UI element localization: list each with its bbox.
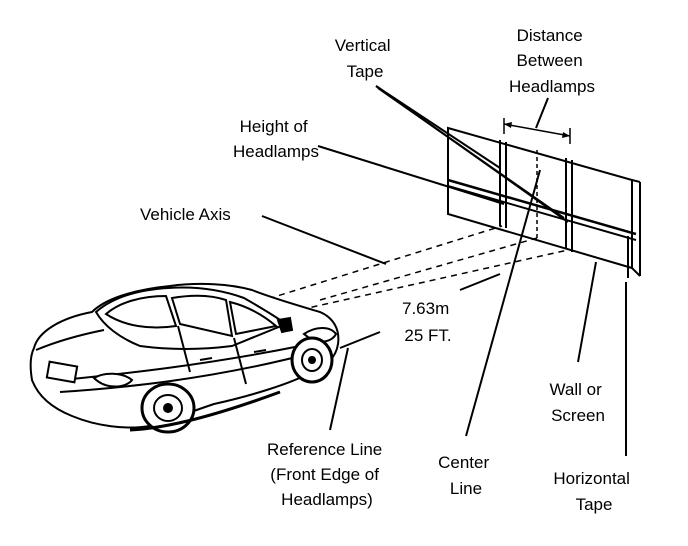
horizontal-tape [447, 178, 637, 278]
label-height-of-headlamps: Height of Headlamps [233, 117, 319, 161]
wall-screen [447, 126, 641, 277]
distance-bracket [503, 118, 571, 144]
label-vertical-tape: Vertical Tape [335, 36, 395, 81]
label-distance: 7.63m 25 FT. [402, 299, 454, 345]
vehicle [29, 282, 340, 434]
label-center-line: Center Line [438, 453, 494, 498]
label-wall-or-screen: Wall or Screen [550, 380, 607, 425]
leader-lines [261, 85, 627, 456]
label-vehicle-axis: Vehicle Axis [140, 205, 231, 224]
label-distance-between-headlamps: Distance Between Headlamps [509, 26, 595, 96]
vertical-tapes [499, 140, 573, 252]
label-reference-line: Reference Line (Front Edge of Headlamps) [267, 440, 387, 509]
label-horizontal-tape: Horizontal Tape [553, 469, 634, 514]
beam-dashed-lines [257, 225, 569, 313]
